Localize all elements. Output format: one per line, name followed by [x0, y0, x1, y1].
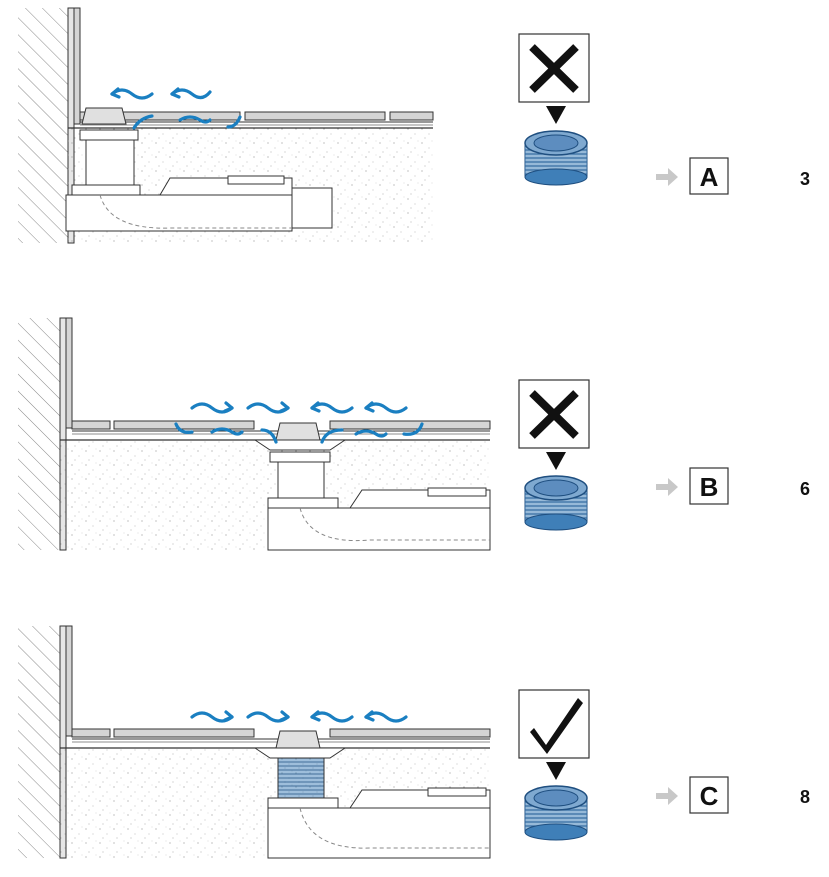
- wall-hatch: [18, 626, 60, 858]
- cross-icon: [529, 390, 579, 439]
- floor-tile: [71, 420, 111, 430]
- drain-gully: [65, 107, 333, 232]
- number-label-a: 3: [800, 169, 810, 189]
- installation-diagram-c: C 8: [18, 625, 810, 859]
- letter-box-a: [689, 157, 729, 195]
- letter-label-c: C: [700, 781, 719, 811]
- floor-tile: [389, 111, 434, 121]
- installation-diagram-a: A 3: [18, 7, 810, 244]
- letter-label-b: B: [700, 472, 719, 502]
- letter-label-a: A: [700, 162, 719, 192]
- number-label-b: 6: [800, 479, 810, 499]
- floor-tile: [329, 420, 491, 430]
- status-box-a: [518, 33, 590, 124]
- status-box-b: [518, 379, 590, 470]
- down-triangle: [546, 106, 566, 124]
- odour-trap-insert: [524, 130, 588, 186]
- airflow-arrows: [190, 710, 408, 723]
- wall-hatch: [18, 318, 60, 550]
- floor-tile: [71, 728, 111, 738]
- floor-tile: [329, 728, 491, 738]
- down-triangle: [546, 452, 566, 470]
- pointer-arrow-icon: [656, 787, 678, 805]
- odour-trap-insert: [524, 475, 588, 531]
- airflow-arrows: [110, 87, 242, 130]
- airflow-arrows: [174, 401, 424, 444]
- wall-hatch: [18, 8, 68, 243]
- down-triangle: [546, 762, 566, 780]
- status-box-c: [518, 689, 590, 780]
- drain-gully: [253, 422, 491, 551]
- pointer-arrow-icon: [656, 168, 678, 186]
- letter-box-c: [689, 776, 729, 814]
- floor-tile: [113, 420, 255, 430]
- floor-tile: [113, 728, 255, 738]
- check-icon: [530, 698, 583, 754]
- pointer-arrow-icon: [656, 478, 678, 496]
- odour-trap-insert: [524, 785, 588, 841]
- drain-gully: [253, 730, 491, 859]
- number-label-c: 8: [800, 787, 810, 807]
- cross-icon: [529, 44, 579, 93]
- letter-box-b: [689, 467, 729, 505]
- installation-diagram-b: B 6: [18, 317, 810, 551]
- floor-tile: [244, 111, 386, 121]
